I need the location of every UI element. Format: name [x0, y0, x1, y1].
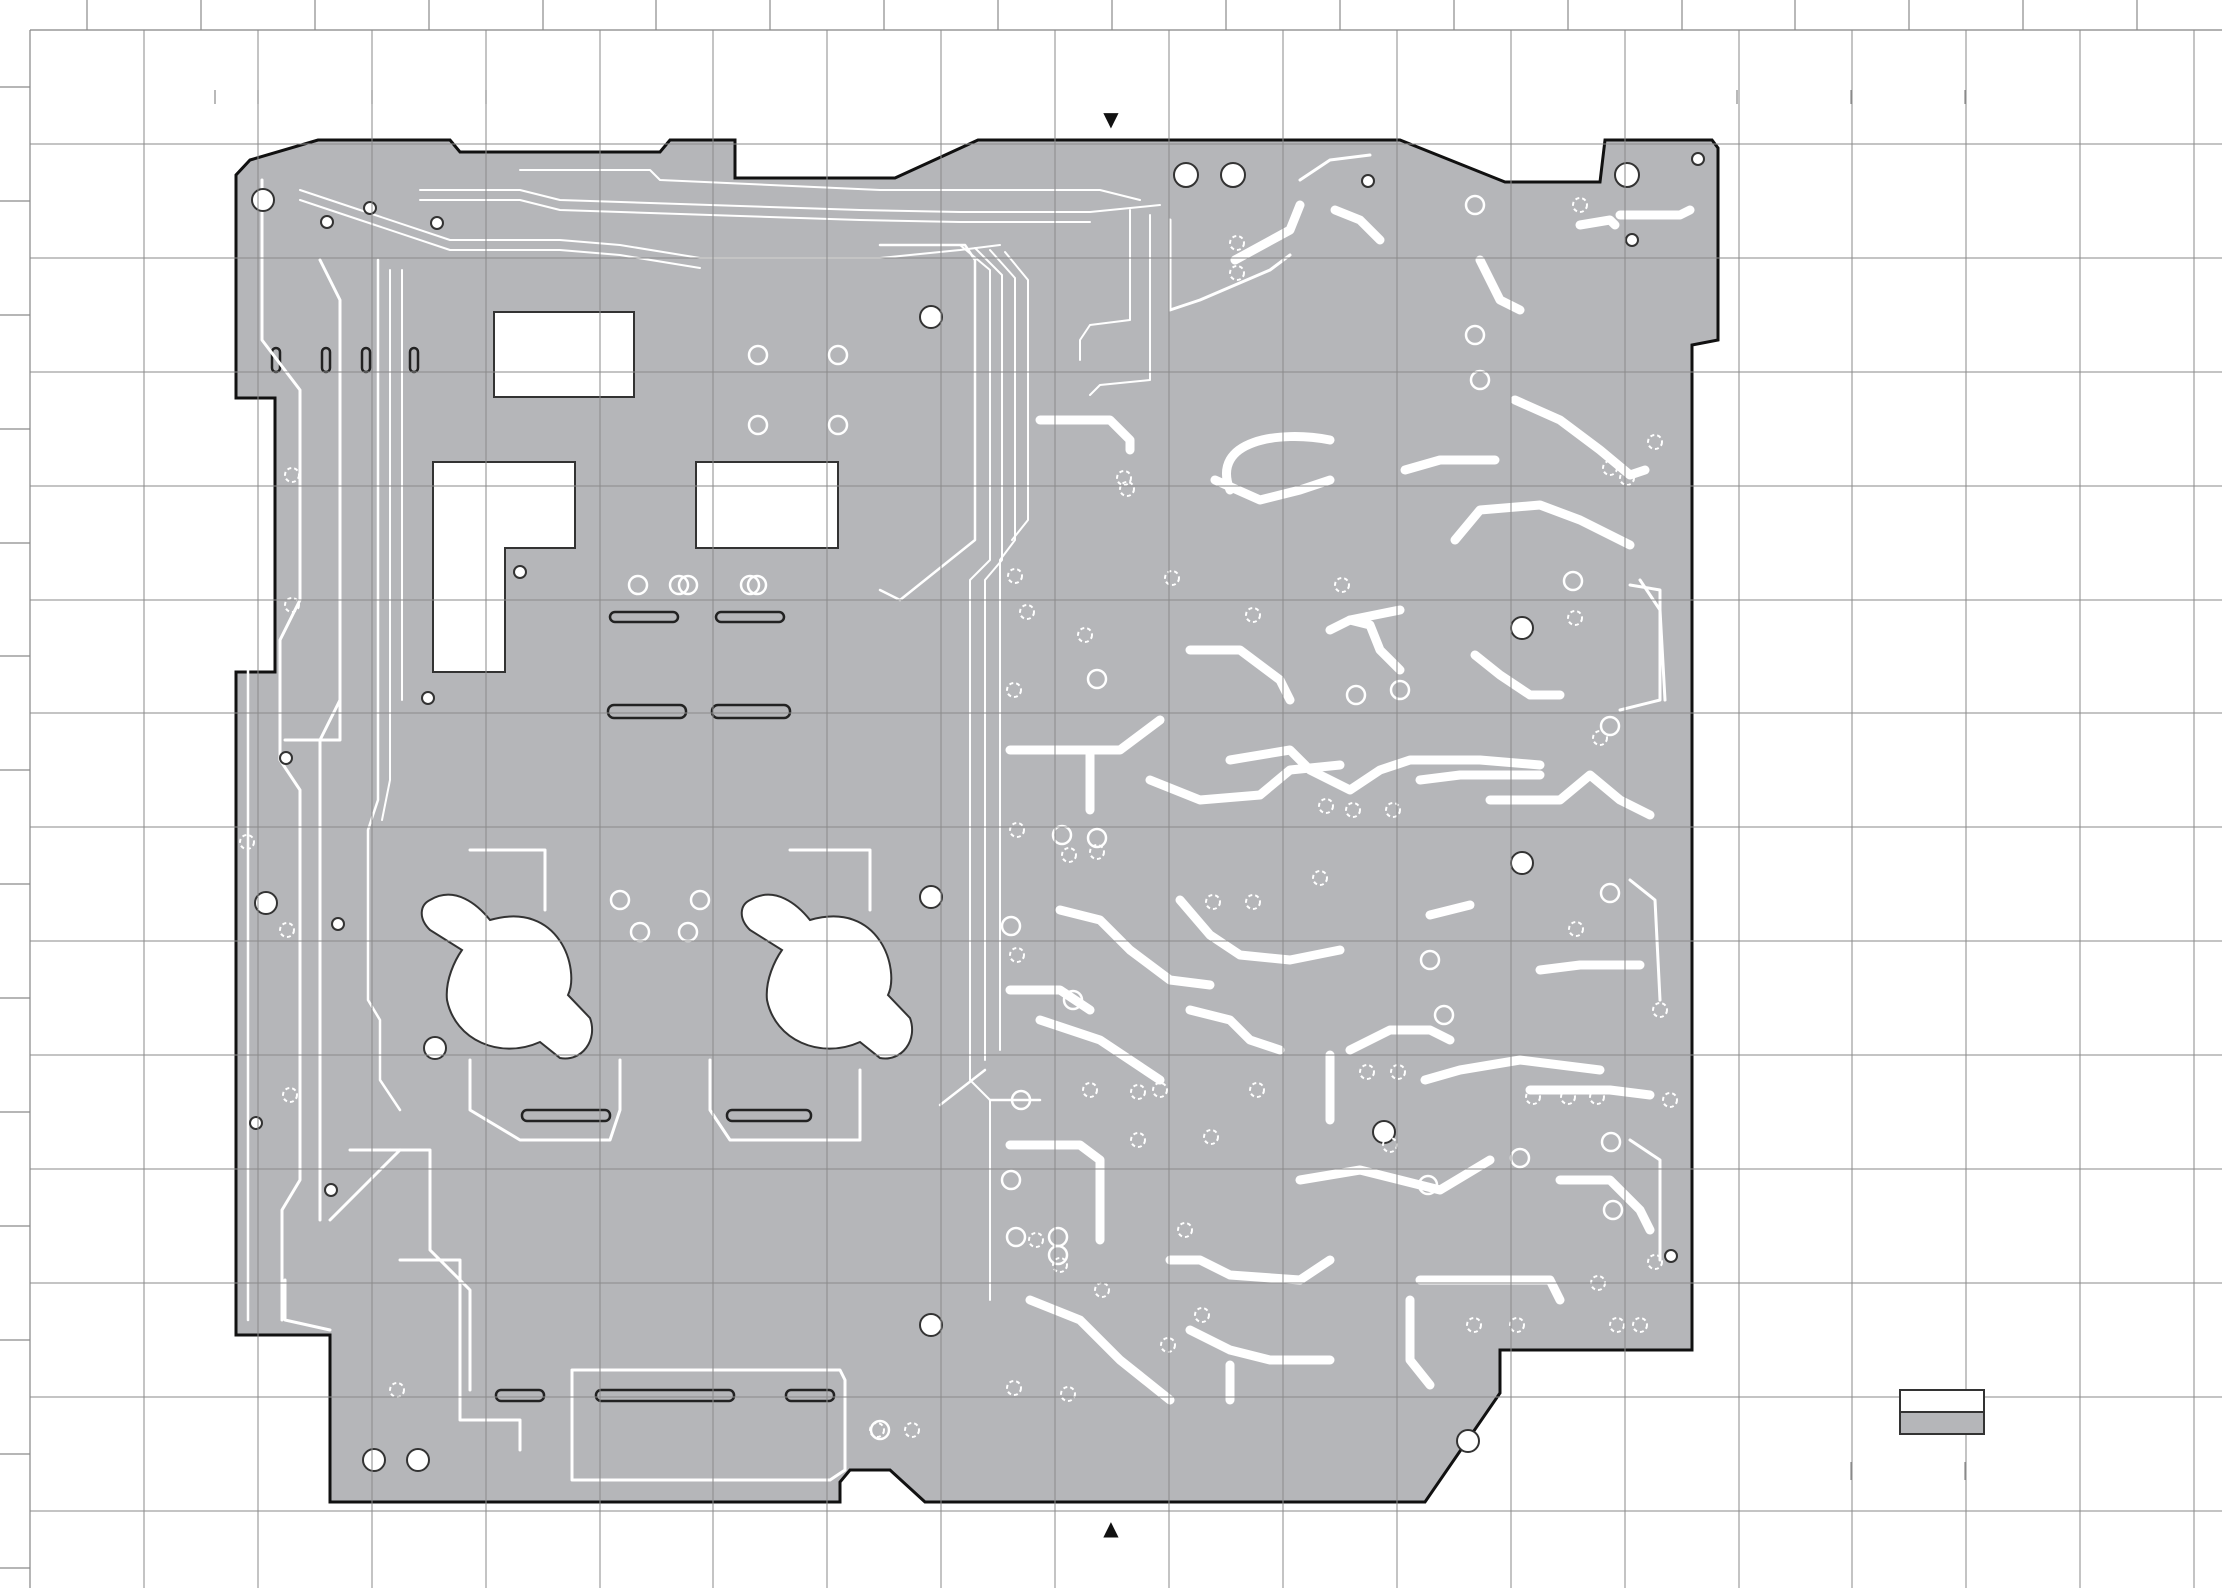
mounting-hole: [1511, 852, 1533, 874]
legend-grey-swatch: [1900, 1412, 1984, 1434]
mounting-hole: [1511, 617, 1533, 639]
mounting-hole: [431, 217, 443, 229]
component-pad-u1: [494, 312, 634, 397]
pcb-board-outline: [236, 140, 1718, 1502]
legend: [1900, 1390, 1984, 1434]
mounting-hole: [422, 692, 434, 704]
mounting-hole: [1615, 163, 1639, 187]
legend-white-swatch: [1900, 1390, 1984, 1412]
mounting-hole: [1373, 1121, 1395, 1143]
mounting-hole: [1665, 1250, 1677, 1262]
mounting-hole: [252, 189, 274, 211]
mounting-hole: [321, 216, 333, 228]
slot-1: [610, 612, 678, 622]
mounting-hole: [1174, 163, 1198, 187]
mounting-hole: [920, 886, 942, 908]
mounting-hole: [424, 1037, 446, 1059]
slot-11: [322, 348, 330, 372]
component-pad-u2: [696, 462, 838, 548]
slot-13: [410, 348, 418, 372]
mounting-hole: [407, 1449, 429, 1471]
mounting-hole: [1692, 153, 1704, 165]
top-center-marker: ▼: [1103, 107, 1119, 131]
slot-5: [522, 1110, 610, 1121]
left-ruler-ticks: [0, 87, 30, 1568]
slot-12: [362, 348, 370, 372]
slot-3: [608, 705, 686, 718]
mounting-hole: [364, 202, 376, 214]
mounting-hole: [363, 1449, 385, 1471]
mounting-hole: [514, 566, 526, 578]
mounting-hole: [1457, 1430, 1479, 1452]
mounting-hole: [920, 306, 942, 328]
slot-2: [716, 612, 784, 622]
slot-6: [727, 1110, 811, 1121]
mounting-hole: [920, 1314, 942, 1336]
mounting-hole: [325, 1184, 337, 1196]
slot-4: [712, 705, 790, 718]
mounting-hole: [1362, 175, 1374, 187]
mounting-hole: [1626, 234, 1638, 246]
mounting-hole: [1221, 163, 1245, 187]
mounting-hole: [250, 1117, 262, 1129]
slot-7: [496, 1390, 544, 1401]
bottom-center-marker: ▲: [1103, 1516, 1119, 1540]
mounting-hole: [332, 918, 344, 930]
mounting-hole: [280, 752, 292, 764]
